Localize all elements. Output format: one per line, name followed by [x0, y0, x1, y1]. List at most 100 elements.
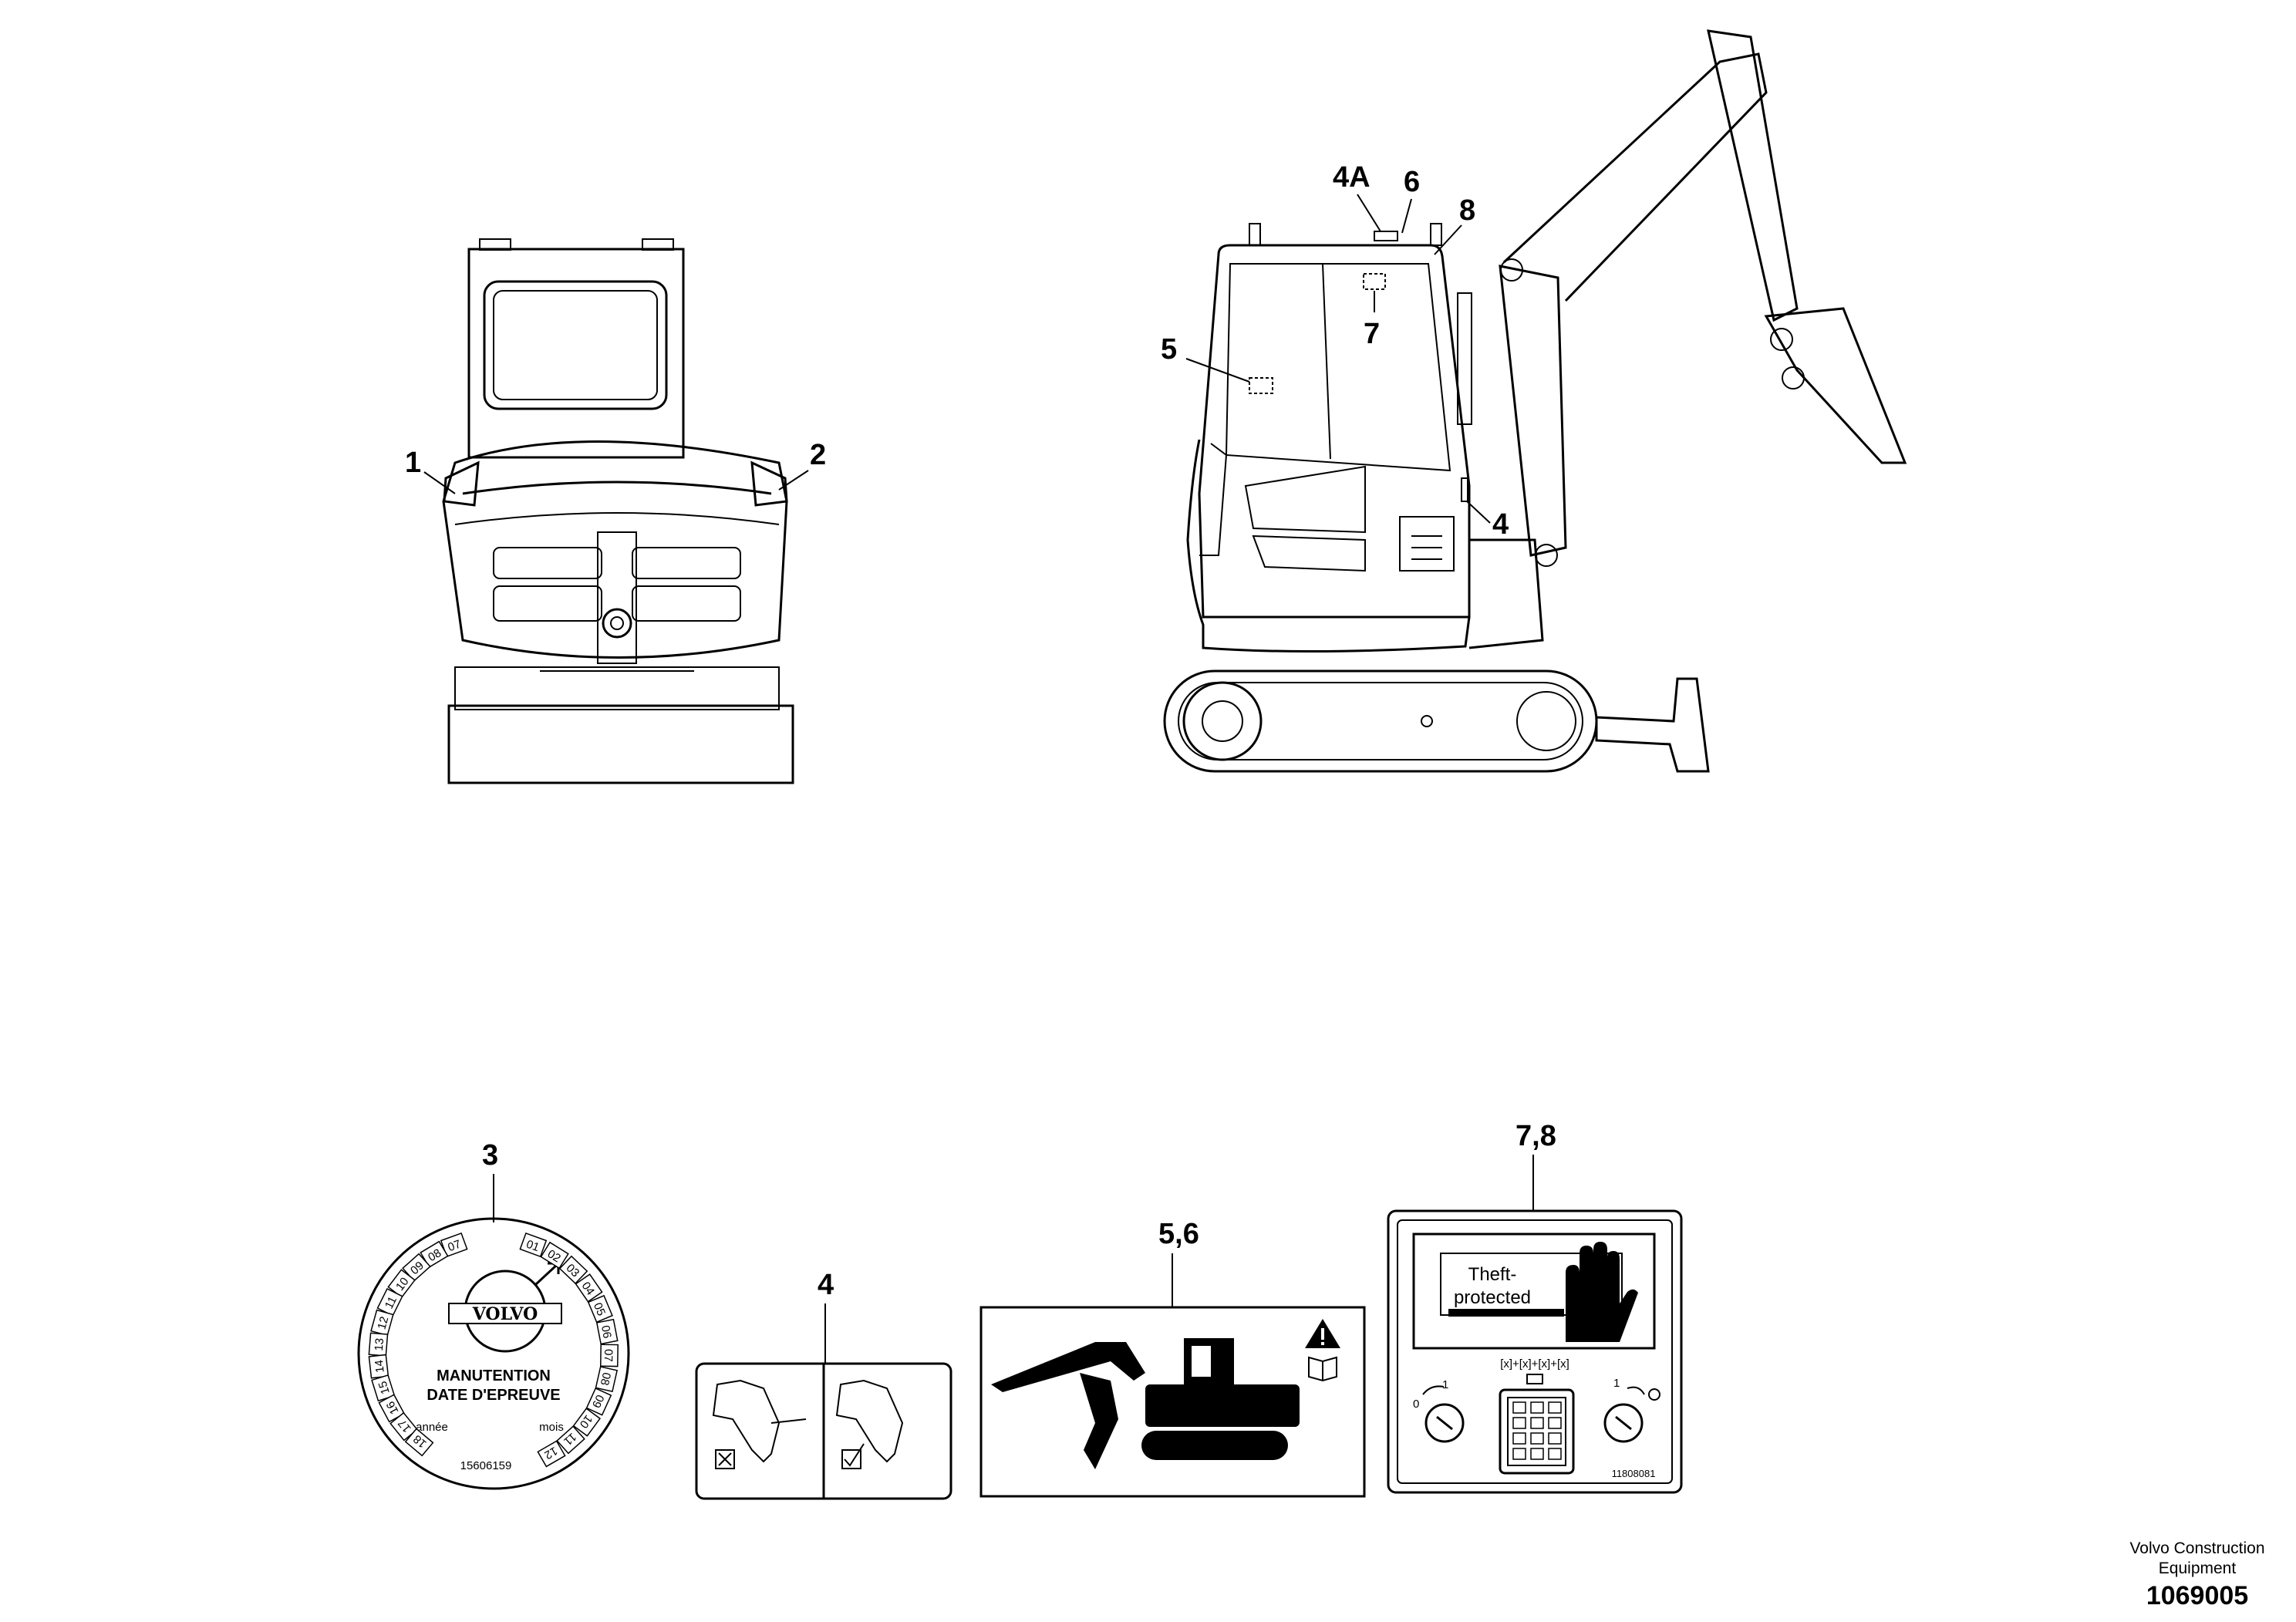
dial-number: 08 [598, 1371, 613, 1387]
dial-number: 10 [577, 1412, 595, 1431]
key-left-1: 1 [1442, 1378, 1448, 1391]
dial-segment: 09 [402, 1253, 431, 1282]
dial-segment: 02 [540, 1241, 569, 1270]
dial-number: 13 [373, 1337, 386, 1351]
dial-number: 17 [396, 1417, 414, 1435]
decal-3-title-line2: DATE D'EPREUVE [426, 1387, 560, 1404]
callout-7: 7 [1363, 273, 1386, 350]
decal-4-quick-coupler-label: 4 [695, 1269, 952, 1500]
dial-number: 07 [602, 1349, 615, 1362]
keypad-key [1530, 1448, 1544, 1460]
dial-number: 14 [373, 1359, 387, 1373]
callout-1: 1 [405, 447, 456, 494]
callout-2: 2 [778, 439, 826, 491]
decal-7-8-part-number: 11808081 [1612, 1468, 1656, 1479]
callout-label-4: 4 [1492, 508, 1509, 541]
dial-number: 07 [446, 1238, 462, 1255]
dial-segment: 04 [575, 1273, 603, 1303]
keypad-key [1512, 1401, 1526, 1414]
dial-segment: 06 [595, 1318, 619, 1345]
dial-number: 09 [589, 1393, 606, 1410]
footer-brand-line1: Volvo Construction [2129, 1539, 2265, 1557]
callout-5: 5 [1161, 333, 1273, 394]
key-right-1: 1 [1613, 1377, 1620, 1390]
decal-7-8-code-label: [x]+[x]+[x]+[x] [1500, 1357, 1569, 1371]
callout-label-5: 5 [1161, 333, 1177, 366]
decal-3-year-label: année [416, 1421, 448, 1434]
keypad-key [1530, 1417, 1544, 1429]
warning-triangle-icon [1305, 1319, 1340, 1348]
callout-4a: 4A [1333, 161, 1398, 241]
dial-segment: 12 [370, 1309, 394, 1337]
callout-label-2: 2 [810, 439, 826, 471]
rear-view-excavator [442, 238, 794, 784]
footer-brand: Volvo Construction Equipment [2112, 1539, 2282, 1579]
dial-segment: 17 [389, 1411, 418, 1442]
dial-segment: 13 [368, 1332, 389, 1357]
decal-3-test-date-label: 3 VOLVO MANUTENTION DATE D'EPREUVE année… [357, 1139, 630, 1490]
coupler-locked-icon [835, 1379, 904, 1469]
dial-segment: 10 [572, 1408, 601, 1437]
keypad-key [1548, 1448, 1562, 1460]
callout-label-7: 7 [1364, 318, 1380, 350]
decal-3-brand: VOLVO [472, 1304, 538, 1324]
decal-3-month-label: mois [539, 1421, 564, 1434]
dial-segment: 03 [558, 1255, 588, 1285]
decal-7-8-line1: Theft- [1468, 1264, 1517, 1285]
stop-hand-icon [1566, 1242, 1638, 1342]
footer-drawing-number: 1069005 [2146, 1581, 2249, 1610]
dial-number: 02 [545, 1247, 563, 1265]
keypad-key [1548, 1401, 1562, 1414]
dial-number: 15 [376, 1380, 393, 1396]
callout-label-8: 8 [1459, 194, 1475, 227]
callout-label-decal-7-8: 7,8 [1515, 1120, 1556, 1152]
dial-segment: 05 [587, 1294, 613, 1324]
dial-segment: 09 [585, 1388, 612, 1416]
dial-number: 10 [393, 1275, 412, 1293]
side-view-excavator [1163, 29, 1907, 773]
dial-segment: 07 [599, 1344, 619, 1367]
keypad-key [1512, 1448, 1526, 1460]
dial-segment: 01 [519, 1232, 548, 1258]
dial-segment: 14 [368, 1354, 389, 1379]
callout-label-6: 6 [1404, 166, 1420, 198]
callout-label-decal-4: 4 [818, 1269, 834, 1301]
key-left-0: 0 [1413, 1398, 1419, 1411]
keypad-key [1530, 1432, 1544, 1445]
decal-5-6-safety-label: 5,6 [979, 1218, 1366, 1498]
callout-6: 6 [1401, 166, 1420, 234]
callout-label-3: 3 [482, 1139, 498, 1172]
coupler-unlocked-icon [712, 1379, 807, 1469]
dial-number: 12 [542, 1444, 560, 1462]
dial-number: 16 [384, 1399, 402, 1417]
manual-book-icon [1308, 1356, 1337, 1382]
callout-label-4a: 4A [1333, 161, 1371, 194]
dial-segment: 07 [440, 1232, 468, 1258]
dial-number: 06 [598, 1324, 614, 1340]
dial-segment: 11 [376, 1287, 403, 1317]
dial-number: 12 [375, 1315, 391, 1331]
callout-label-1: 1 [405, 447, 421, 479]
decal-3-title-line1: MANUTENTION [437, 1367, 551, 1384]
dial-segment: 08 [595, 1366, 619, 1393]
keypad-key [1512, 1417, 1526, 1429]
dial-segment: 18 [404, 1428, 434, 1457]
callout-label-decal-5-6: 5,6 [1158, 1218, 1199, 1250]
keypad-key [1548, 1417, 1562, 1429]
excavator-silhouette-icon [991, 1338, 1300, 1469]
footer-brand-line2: Equipment [2158, 1560, 2237, 1577]
decal-3-part-number: 15606159 [460, 1459, 512, 1472]
dial-number: 01 [524, 1238, 541, 1255]
volvo-logo-icon: VOLVO [448, 1262, 562, 1353]
dial-number: 04 [579, 1280, 597, 1297]
callout-4: 4 [1461, 477, 1509, 541]
key-switch-left-icon: 0 1 [1413, 1378, 1465, 1443]
decal-7-8-line2: protected [1454, 1287, 1531, 1308]
dial-number: 08 [426, 1246, 443, 1264]
dial-number: 05 [591, 1301, 608, 1318]
dial-number: 11 [383, 1294, 400, 1311]
dial-segment: 15 [371, 1374, 396, 1402]
